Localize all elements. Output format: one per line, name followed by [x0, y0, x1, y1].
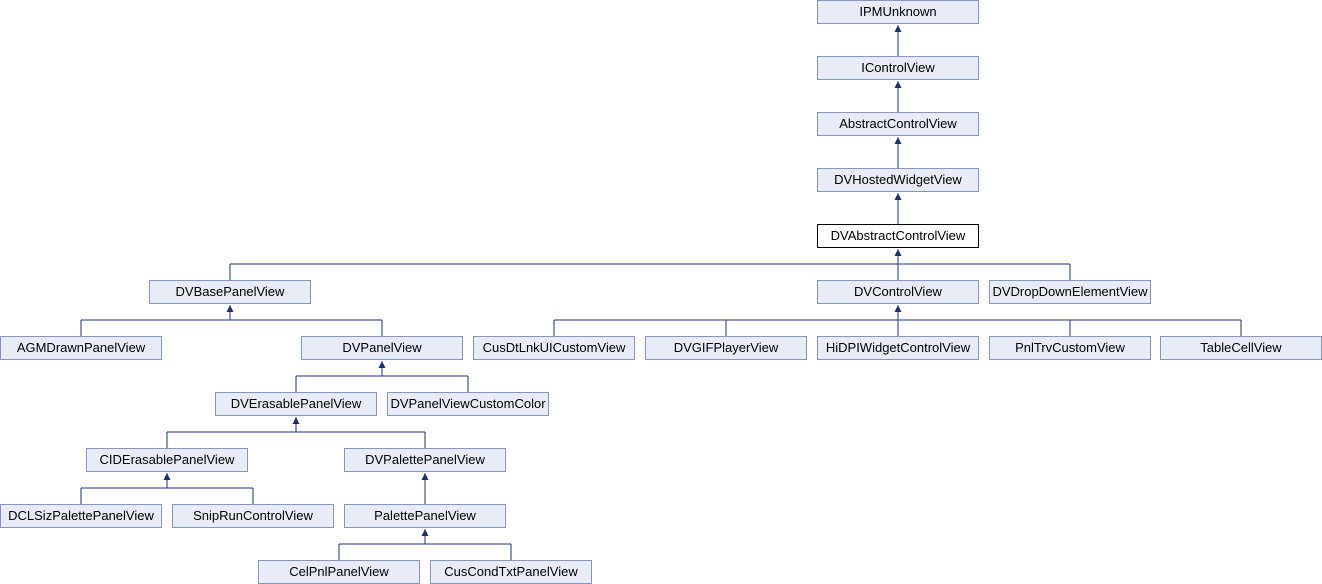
inheritance-arrowhead — [226, 305, 234, 312]
class-node[interactable]: IControlView — [817, 56, 979, 80]
class-node[interactable]: SnipRunControlView — [172, 504, 334, 528]
class-node-label: DVAbstractControlView — [830, 228, 966, 243]
class-node-label: PalettePanelView — [374, 508, 476, 523]
class-node-label: DVGIFPlayerView — [673, 340, 779, 355]
class-node[interactable]: CelPnlPanelView — [258, 560, 420, 584]
class-node[interactable]: DVControlView — [817, 280, 979, 304]
class-node-label: DVBasePanelView — [175, 284, 285, 299]
class-node[interactable]: DVPanelView — [301, 336, 463, 360]
class-node[interactable]: PalettePanelView — [344, 504, 506, 528]
inheritance-arrowhead — [292, 417, 300, 424]
class-node-label: AGMDrawnPanelView — [16, 340, 146, 355]
inheritance-arrowhead — [894, 25, 902, 32]
inheritance-arrowhead — [894, 137, 902, 144]
inheritance-arrowhead — [421, 473, 429, 480]
class-node[interactable]: DVDropDownElementView — [989, 280, 1151, 304]
class-node[interactable]: DVBasePanelView — [149, 280, 311, 304]
class-node[interactable]: DVPalettePanelView — [344, 448, 506, 472]
class-node-label: HiDPIWidgetControlView — [825, 340, 971, 355]
class-node-label: SnipRunControlView — [193, 508, 313, 523]
class-node-label: DVHostedWidgetView — [834, 172, 962, 187]
class-node[interactable]: HiDPIWidgetControlView — [817, 336, 979, 360]
class-node[interactable]: CusDtLnkUICustomView — [473, 336, 635, 360]
class-node[interactable]: PnlTrvCustomView — [989, 336, 1151, 360]
inheritance-arrowhead — [894, 81, 902, 88]
class-node-label: TableCellView — [1200, 340, 1282, 355]
class-node[interactable]: DVPanelViewCustomColor — [387, 392, 549, 416]
class-node[interactable]: TableCellView — [1160, 336, 1322, 360]
class-node-label: DCLSizPalettePanelView — [8, 508, 154, 523]
class-node-label: DVPalettePanelView — [365, 452, 485, 467]
inheritance-arrowhead — [378, 361, 386, 368]
class-node-label: PnlTrvCustomView — [1015, 340, 1125, 355]
class-node-label: CIDErasablePanelView — [99, 452, 235, 467]
class-node[interactable]: DVErasablePanelView — [215, 392, 377, 416]
class-node-label: IControlView — [861, 60, 935, 75]
class-node-label: DVDropDownElementView — [992, 284, 1148, 299]
class-node-label: CusDtLnkUICustomView — [482, 340, 626, 355]
inheritance-arrowhead — [421, 529, 429, 536]
class-node[interactable]: IPMUnknown — [817, 0, 979, 24]
class-node-label: CelPnlPanelView — [289, 564, 389, 579]
class-node-label: DVPanelViewCustomColor — [390, 396, 546, 411]
class-node[interactable]: DVGIFPlayerView — [645, 336, 807, 360]
inheritance-arrowhead — [894, 305, 902, 312]
class-node[interactable]: AbstractControlView — [817, 112, 979, 136]
inheritance-arrowhead — [894, 193, 902, 200]
inheritance-arrowhead — [163, 473, 171, 480]
class-node[interactable]: DVAbstractControlView — [817, 224, 979, 248]
class-node-label: AbstractControlView — [839, 116, 957, 131]
class-node-label: DVControlView — [854, 284, 942, 299]
class-node-label: IPMUnknown — [859, 4, 937, 19]
class-node-label: DVErasablePanelView — [230, 396, 362, 411]
class-node[interactable]: AGMDrawnPanelView — [0, 336, 162, 360]
inheritance-arrowhead — [894, 249, 902, 256]
class-node-label: CusCondTxtPanelView — [444, 564, 578, 579]
class-node[interactable]: DVHostedWidgetView — [817, 168, 979, 192]
class-node[interactable]: CIDErasablePanelView — [86, 448, 248, 472]
class-node[interactable]: DCLSizPalettePanelView — [0, 504, 162, 528]
class-node[interactable]: CusCondTxtPanelView — [430, 560, 592, 584]
class-node-label: DVPanelView — [342, 340, 422, 355]
